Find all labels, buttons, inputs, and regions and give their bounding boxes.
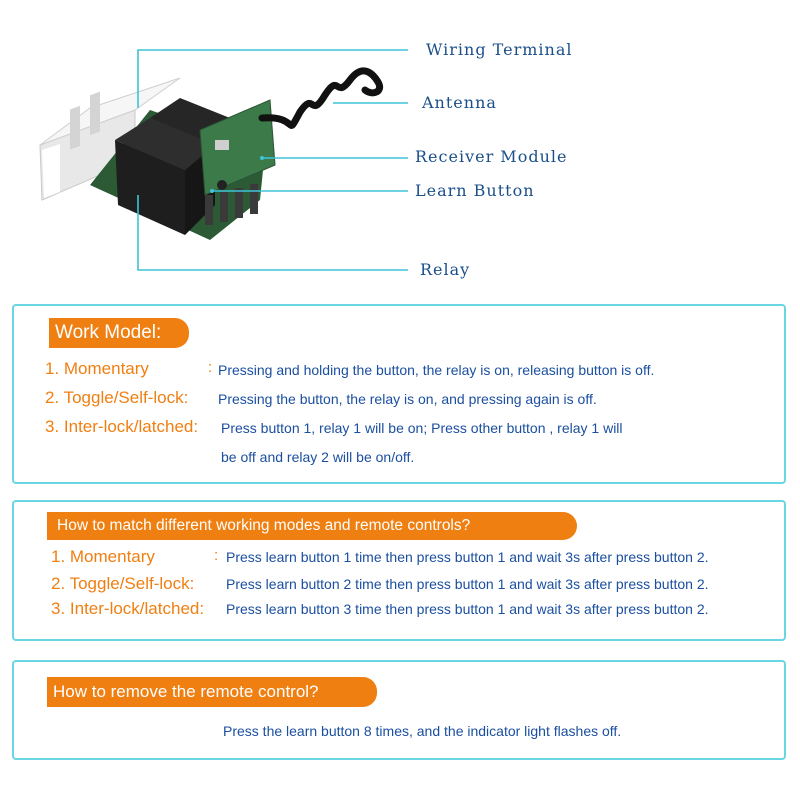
work-mode-label-toggle: 2. Toggle/Self-lock: <box>45 388 189 407</box>
work-mode-label-momentary: 1. Momentary <box>45 359 149 378</box>
work-mode-desc-interlock-cont: be off and relay 2 will be on/off. <box>221 449 415 465</box>
work-mode-desc-momentary: Pressing and holding the button, the rel… <box>218 362 655 378</box>
match-desc-momentary: Press learn button 1 time then press but… <box>226 549 709 565</box>
match-label-toggle: 2. Toggle/Self-lock: <box>51 574 195 593</box>
match-label-interlock: 3. Inter-lock/latched: <box>51 599 205 618</box>
callout-receiver-module: Receiver Module <box>415 147 568 166</box>
work-model-panel: Work Model: 1. Momentary : Pressing and … <box>12 304 786 484</box>
callout-wiring-terminal: Wiring Terminal <box>426 40 573 59</box>
match-desc-toggle: Press learn button 2 time then press but… <box>226 576 709 592</box>
work-mode-desc-toggle: Pressing the button, the relay is on, an… <box>218 391 597 407</box>
work-mode-label-interlock: 3. Inter-lock/latched: <box>45 417 199 436</box>
work-model-heading: Work Model: <box>49 318 189 348</box>
match-label-momentary: 1. Momentary <box>51 547 155 566</box>
remove-desc: Press the learn button 8 times, and the … <box>223 723 622 739</box>
receiver-board-illustration <box>39 49 408 271</box>
remove-heading: How to remove the remote control? <box>47 677 377 707</box>
work-mode-sep-momentary: : <box>208 359 213 376</box>
match-desc-interlock: Press learn button 3 time then press but… <box>226 601 709 617</box>
remove-panel: How to remove the remote control? Press … <box>12 660 786 760</box>
work-mode-desc-interlock: Press button 1, relay 1 will be on; Pres… <box>221 420 623 436</box>
callout-learn-button: Learn Button <box>415 181 535 200</box>
match-panel: How to match different working modes and… <box>12 500 786 641</box>
match-heading: How to match different working modes and… <box>47 512 577 540</box>
callout-relay: Relay <box>420 260 471 279</box>
callout-antenna: Antenna <box>422 93 497 112</box>
match-sep-momentary: : <box>214 547 219 564</box>
